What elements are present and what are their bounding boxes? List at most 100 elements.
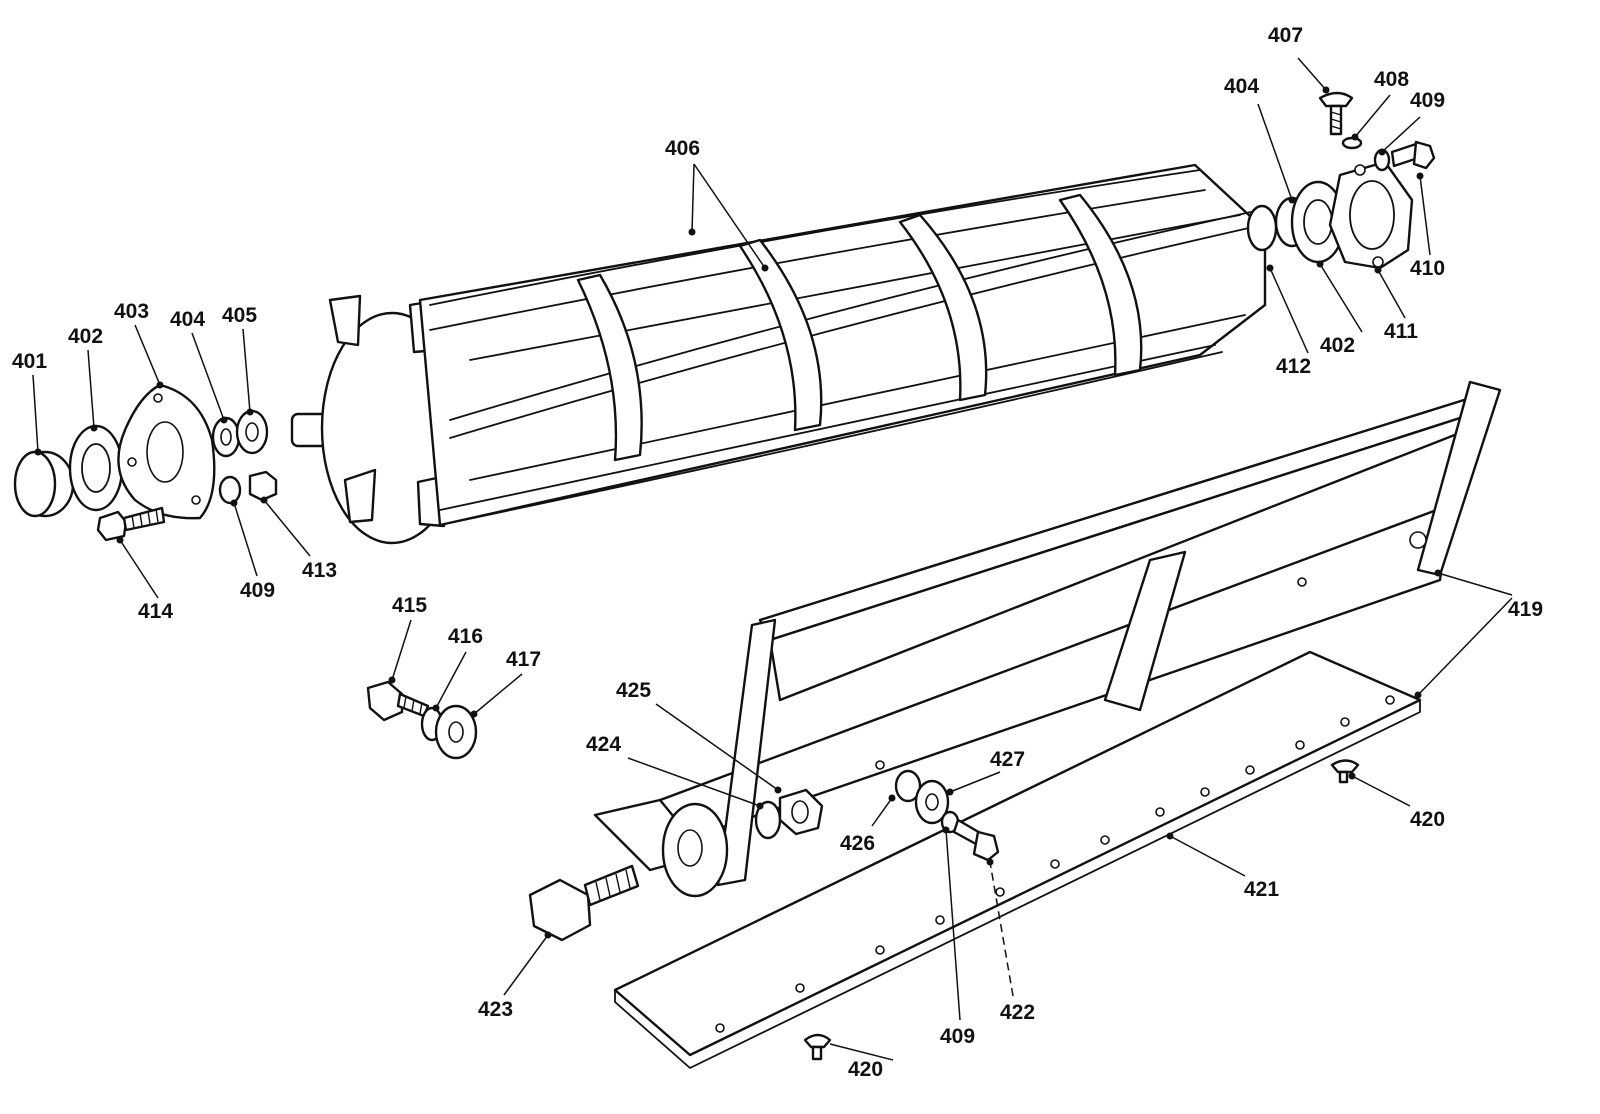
sole-plate-hole <box>1340 717 1350 727</box>
bolt-thread <box>131 508 159 529</box>
housing-bore <box>1349 180 1395 250</box>
large-bolt-thread <box>595 869 631 901</box>
callout-427: 427 <box>990 748 1025 771</box>
sole-plate-hole <box>1295 740 1305 750</box>
bearing <box>68 424 124 512</box>
bracket-hole <box>1409 531 1427 549</box>
washer-hole <box>245 422 259 442</box>
callout-402-left: 402 <box>68 325 103 348</box>
right-bearing-assembly <box>1274 91 1436 270</box>
reel-shaft-right <box>1246 204 1278 252</box>
bearing-race <box>81 443 111 493</box>
washer-hole <box>448 721 464 743</box>
sole-plate-hole <box>1155 807 1165 817</box>
bolt-thread <box>403 695 423 715</box>
nut-hole <box>791 800 809 824</box>
callout-425: 425 <box>616 679 651 702</box>
sole-plate-hole <box>875 945 885 955</box>
bolt-head <box>96 510 128 542</box>
sole-plate-hole <box>1200 787 1210 797</box>
bearing-housing <box>1328 160 1414 270</box>
callout-labels: 401 402 403 404 405 406 407 408 409 410 … <box>12 24 1543 1081</box>
sole-plate-screw-shank <box>1338 770 1349 784</box>
reel-spider-plate <box>576 273 643 462</box>
callout-404-left: 404 <box>170 308 205 331</box>
callout-416: 416 <box>448 625 483 648</box>
callout-410: 410 <box>1410 257 1445 280</box>
callout-413: 413 <box>302 559 337 582</box>
housing-bolt-hole <box>1372 256 1384 268</box>
sole-plate-screw <box>1330 759 1360 774</box>
reel-blade <box>429 169 1201 306</box>
sole-plate-hole <box>1245 765 1255 775</box>
screw-head <box>1318 91 1354 108</box>
washer <box>894 769 922 803</box>
sole-plate-hole <box>995 887 1005 897</box>
callout-414: 414 <box>138 600 173 623</box>
large-bolt-head <box>528 878 592 942</box>
callout-424: 424 <box>586 733 621 756</box>
reel-spider-plate <box>738 238 823 432</box>
housing-bolt-hole <box>127 457 137 467</box>
sole-plate-edge <box>614 699 1421 1069</box>
reel-blade-tip <box>343 468 377 524</box>
sole-plate-hole <box>795 983 805 993</box>
callout-420-right: 420 <box>1410 808 1445 831</box>
callout-422: 422 <box>1000 1001 1035 1024</box>
callout-415: 415 <box>392 594 427 617</box>
callout-407: 407 <box>1268 24 1303 47</box>
bottom-blade-assembly <box>366 380 1502 1069</box>
reel-blade <box>449 209 1261 421</box>
sole-plate-screw-shank <box>811 1045 823 1061</box>
housing-bolt-hole <box>191 495 201 505</box>
callout-403: 403 <box>114 300 149 323</box>
callout-412: 412 <box>1276 355 1311 378</box>
hex-nut <box>248 470 278 502</box>
reel-blade <box>439 351 1223 526</box>
sole-plate-hole <box>1050 859 1060 869</box>
reel-spider-plate <box>1058 193 1143 377</box>
callout-409-left: 409 <box>240 579 275 602</box>
washer <box>1341 136 1363 150</box>
washer-hole <box>925 793 939 811</box>
callout-408: 408 <box>1374 68 1409 91</box>
callout-409-bottom: 409 <box>940 1025 975 1048</box>
bar-hole <box>875 760 885 770</box>
left-bearing-assembly <box>13 383 278 542</box>
callout-405: 405 <box>222 304 257 327</box>
spring-washer <box>218 475 242 505</box>
callout-411: 411 <box>1384 320 1418 343</box>
bar-hole <box>1297 577 1307 587</box>
callout-426: 426 <box>840 832 875 855</box>
callout-419: 419 <box>1508 598 1543 621</box>
callout-420-bottom: 420 <box>848 1058 883 1081</box>
callout-402-right: 402 <box>1320 334 1355 357</box>
reel-spider-plate <box>898 213 988 402</box>
callout-406: 406 <box>665 137 700 160</box>
sole-plate-hole <box>1100 835 1110 845</box>
housing-bore <box>146 421 184 483</box>
bolt-head <box>1412 140 1436 170</box>
reel-blade-tip <box>328 294 362 347</box>
callout-409-top: 409 <box>1410 89 1445 112</box>
sole-plate-hole <box>715 1023 725 1033</box>
callout-423: 423 <box>478 998 513 1021</box>
sole-plate-hole <box>1385 695 1395 705</box>
sole-plate-hole <box>935 915 945 925</box>
housing-bolt-hole <box>153 393 163 403</box>
callout-417: 417 <box>506 648 541 671</box>
washer-hole <box>220 428 232 446</box>
screw-thread <box>1330 111 1342 130</box>
callout-401: 401 <box>12 350 47 373</box>
reel-blade <box>439 344 1216 511</box>
callout-404-right: 404 <box>1224 75 1259 98</box>
bearing-cap-face <box>13 450 57 518</box>
bottom-blade-center-rib <box>1103 550 1187 712</box>
sole-plate-screw <box>803 1033 832 1049</box>
housing-bolt-hole <box>1354 164 1366 176</box>
reel-blade <box>449 224 1263 439</box>
bottom-blade-end-bracket <box>716 618 777 887</box>
hex-bolt-head <box>366 680 404 722</box>
callout-421: 421 <box>1244 878 1279 901</box>
